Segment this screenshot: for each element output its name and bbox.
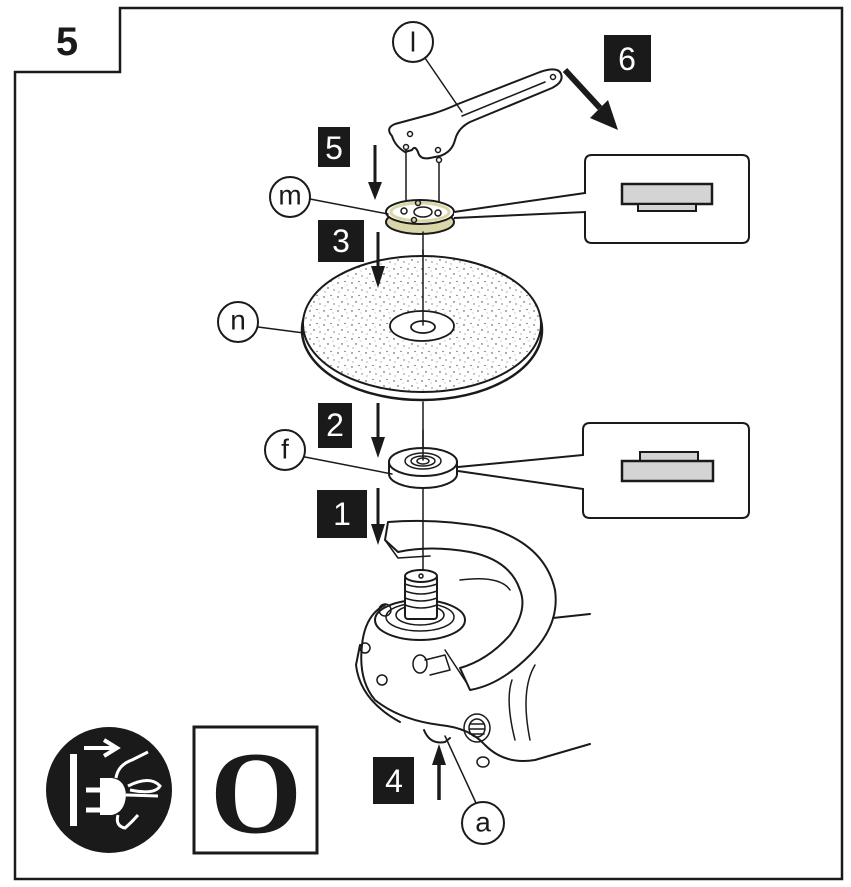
step-4: 4 xyxy=(373,744,446,804)
inset-inner-flange-orientation xyxy=(457,422,750,519)
inset-lock-nut-orientation xyxy=(453,154,750,244)
callout-spindle-lock: a xyxy=(444,735,505,845)
callout-wrench: l xyxy=(392,21,463,113)
angle-grinder xyxy=(355,519,591,768)
inner-flange xyxy=(388,429,458,489)
off-symbol: O xyxy=(192,725,319,859)
figure-frame xyxy=(13,6,844,881)
svg-text:5: 5 xyxy=(325,130,343,166)
svg-text:4: 4 xyxy=(385,763,403,799)
step-1: 1 xyxy=(317,488,385,545)
svg-text:3: 3 xyxy=(332,223,350,259)
svg-text:6: 6 xyxy=(618,41,636,77)
callout-inner-flange: f xyxy=(264,429,393,475)
svg-text:2: 2 xyxy=(326,407,344,443)
wrench xyxy=(388,68,563,208)
svg-text:1: 1 xyxy=(333,496,351,532)
unplug-icon xyxy=(46,727,172,853)
step-5: 5 xyxy=(318,127,382,200)
svg-text:f: f xyxy=(281,434,289,465)
step-6: 6 xyxy=(562,35,651,130)
callout-lock-nut: m xyxy=(269,176,389,218)
svg-text:a: a xyxy=(475,807,491,838)
step-3: 3 xyxy=(318,220,385,288)
step-2: 2 xyxy=(318,403,385,458)
svg-text:O: O xyxy=(210,728,302,859)
figure-number: 5 xyxy=(56,20,78,64)
svg-text:n: n xyxy=(230,305,246,336)
lock-nut xyxy=(385,199,455,235)
svg-text:m: m xyxy=(278,180,301,211)
grinding-wheel xyxy=(300,249,544,402)
svg-text:l: l xyxy=(410,27,416,58)
callout-grinding-wheel: n xyxy=(217,301,305,343)
